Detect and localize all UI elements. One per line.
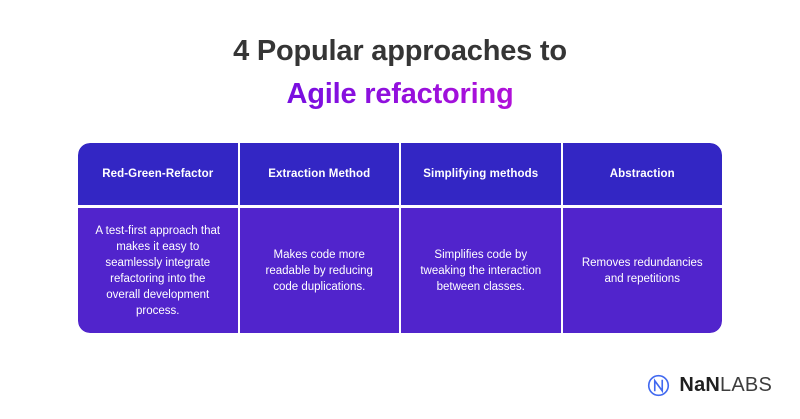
- title-line-accent: Agile refactoring: [0, 75, 800, 113]
- table-body-cell: Simplifies code by tweaking the interact…: [399, 208, 561, 333]
- brand-logo: NaNLABS: [647, 374, 772, 397]
- page-title: 4 Popular approaches to Agile refactorin…: [0, 32, 800, 113]
- table-body-cell: A test-first approach that makes it easy…: [78, 208, 238, 333]
- table-body-cell: Removes redundancies and repetitions: [560, 208, 722, 333]
- table-header-cell: Extraction Method: [237, 143, 399, 205]
- table-body-cell: Makes code more readable by reducing cod…: [237, 208, 399, 333]
- table-header-cell: Simplifying methods: [399, 143, 561, 205]
- table-header-row: Red-Green-Refactor Extraction Method Sim…: [78, 143, 722, 205]
- title-line-primary: 4 Popular approaches to: [233, 35, 567, 67]
- table-header-cell: Red-Green-Refactor: [78, 143, 238, 205]
- table-body-row: A test-first approach that makes it easy…: [78, 208, 722, 333]
- table-header-cell: Abstraction: [560, 143, 722, 205]
- approaches-table: Red-Green-Refactor Extraction Method Sim…: [78, 143, 722, 333]
- nan-monogram-icon: [648, 374, 670, 397]
- brand-wordmark: NaNLABS: [679, 374, 772, 397]
- brand-name-bold: NaN: [679, 374, 721, 396]
- brand-name-light: LABS: [720, 374, 772, 396]
